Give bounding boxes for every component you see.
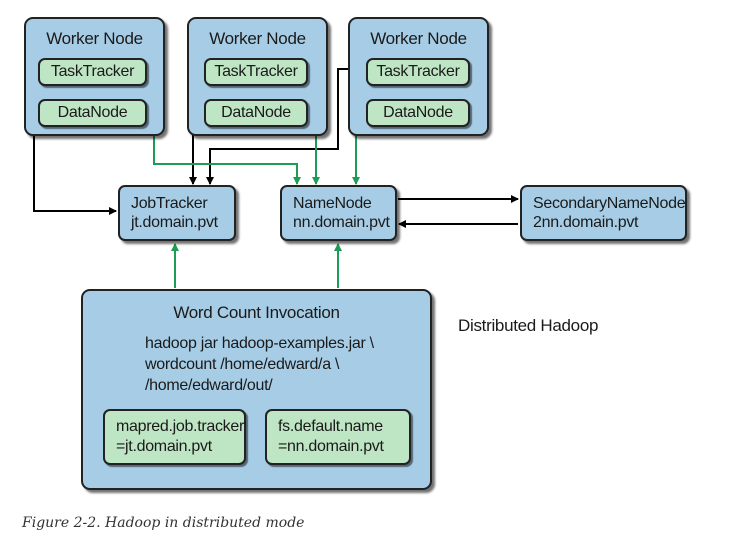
namenode-name: NameNode [293,195,372,212]
fs-default-name-config: fs.default.name =nn.domain.pvt [265,409,411,465]
worker-node-title: Worker Node [209,29,306,48]
command-line-2: wordcount /home/edward/a \ [145,356,340,373]
invocation-title: Word Count Invocation [173,303,340,322]
mapred-job-tracker-config: mapred.job.tracker =jt.domain.pvt [103,409,246,465]
namenode-host: nn.domain.pvt [293,214,390,231]
datanode-3: DataNode [366,99,470,127]
figure-caption: Figure 2-2. Hadoop in distributed mode [22,515,305,531]
datanode-2: DataNode [204,99,308,127]
tasktracker-2: TaskTracker [204,58,308,86]
secondary-namenode-host: 2nn.domain.pvt [533,214,639,231]
datanode-1: DataNode [38,99,147,127]
command-line-1: hadoop jar hadoop-examples.jar \ [145,335,374,352]
tasktracker-1: TaskTracker [38,58,147,86]
jobtracker-node: JobTracker jt.domain.pvt [118,185,236,241]
command-line-3: /home/edward/out/ [145,377,273,394]
jobtracker-host: jt.domain.pvt [131,214,218,231]
worker-node-1: Worker Node TaskTracker DataNode [24,17,165,136]
invocation-command: hadoop jar hadoop-examples.jar \ wordcou… [145,333,374,396]
worker-node-title: Worker Node [370,29,467,48]
secondary-namenode-name: SecondaryNameNode [533,195,686,212]
worker-node-3: Worker Node TaskTracker DataNode [348,17,489,136]
secondary-namenode-node: SecondaryNameNode 2nn.domain.pvt [520,185,687,241]
word-count-invocation: Word Count Invocation hadoop jar hadoop-… [81,289,432,490]
diagram-label: Distributed Hadoop [458,316,599,335]
worker-node-2: Worker Node TaskTracker DataNode [187,17,328,136]
jobtracker-name: JobTracker [131,195,208,212]
tasktracker-3: TaskTracker [366,58,470,86]
worker-node-title: Worker Node [46,29,143,48]
namenode-node: NameNode nn.domain.pvt [280,185,397,241]
